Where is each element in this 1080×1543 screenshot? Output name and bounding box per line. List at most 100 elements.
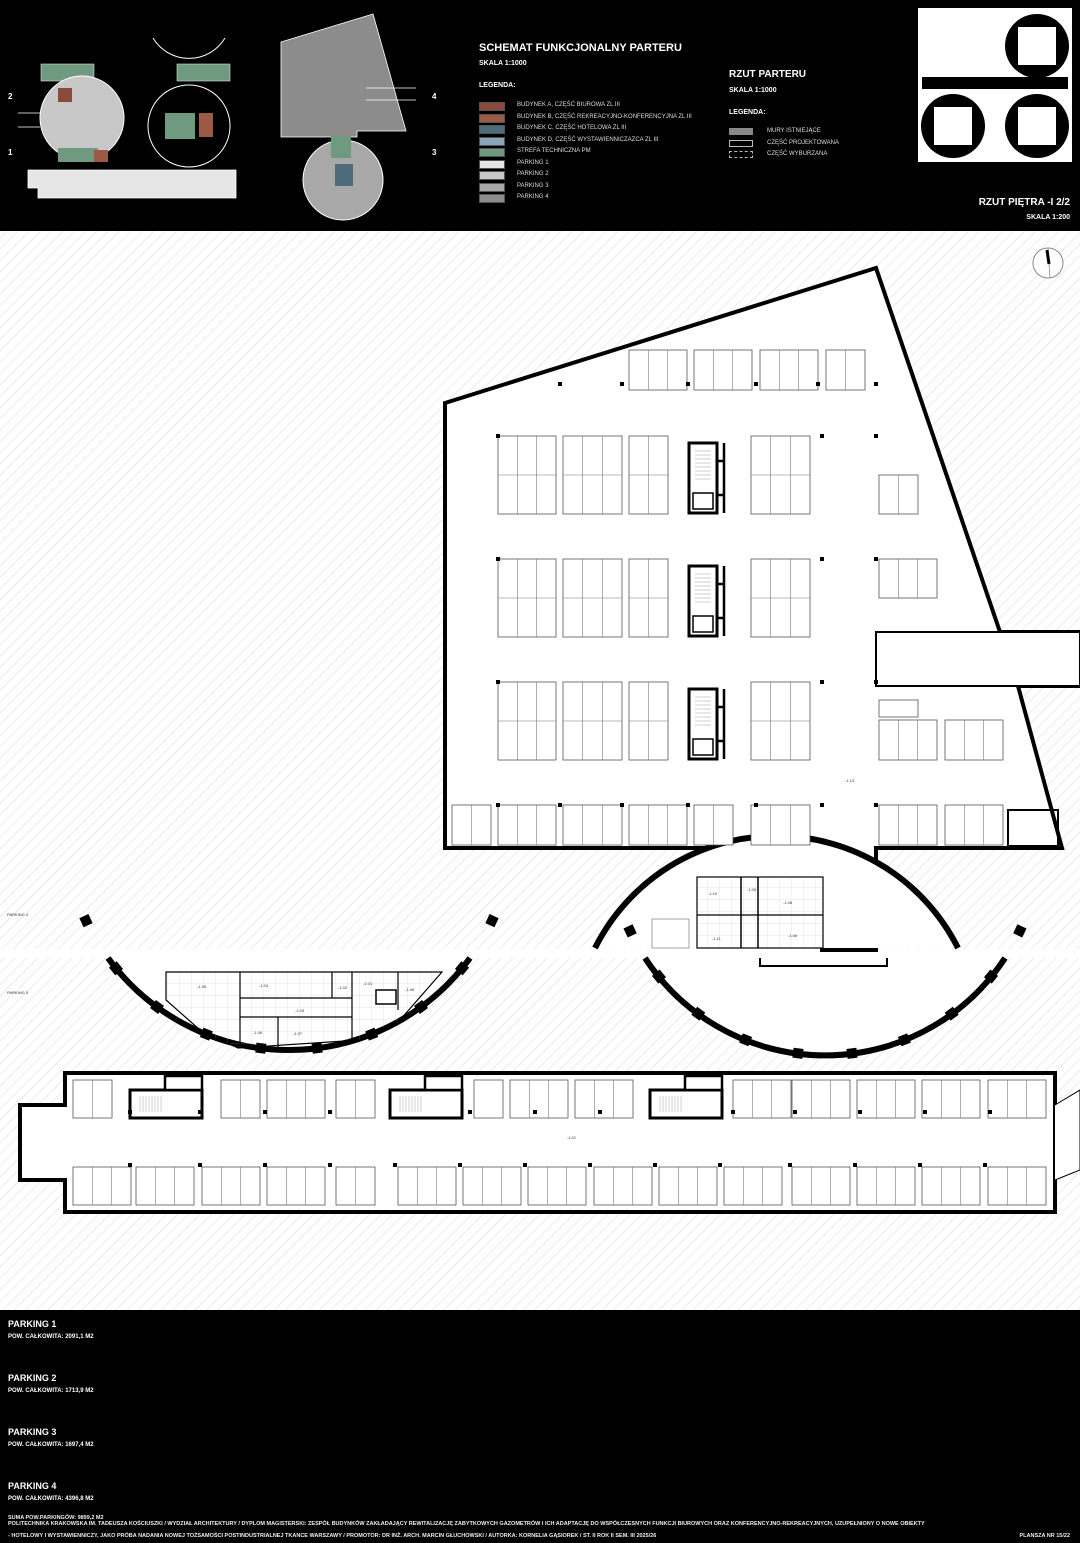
- parking-stall-group: [856, 1079, 916, 1119]
- room-label: -1.01: [567, 1135, 577, 1140]
- wall-pilaster: [365, 1027, 379, 1041]
- footer: PARKING 1 POW. CAŁKOWITA: 2091,1 M2 PARK…: [0, 1310, 1080, 1543]
- parking-stall-group: [878, 474, 919, 515]
- room-label: -1.04: [259, 983, 269, 988]
- parking-stall-group: [750, 435, 811, 515]
- room-label: -1.08: [405, 987, 415, 992]
- scheme-scale: SKALA 1:1000: [479, 60, 527, 67]
- column: [718, 1163, 722, 1167]
- parking-stall-group: [201, 1166, 261, 1206]
- column: [496, 680, 500, 684]
- wall-pilaster: [1013, 924, 1027, 938]
- legend-label: PARKING 4: [517, 194, 549, 200]
- legend-label: CZĘŚĆ PROJEKTOWANA: [767, 139, 840, 146]
- column: [820, 680, 824, 684]
- parking-stall-group: [987, 1166, 1047, 1206]
- legend-swatch: [479, 159, 505, 169]
- parking-stall-group: [574, 1079, 634, 1119]
- column: [754, 382, 758, 386]
- wall-pilaster: [199, 1027, 213, 1041]
- scheme-legend-item: BUDYNEK B, CZĘŚĆ REKREACYJNO-KONFERENCYJ…: [479, 113, 739, 123]
- legend-swatch: [729, 151, 753, 158]
- parking-stall-group: [335, 1079, 376, 1119]
- parking-stall-group: [878, 699, 919, 718]
- parking-4-name: PARKING 4: [8, 1481, 57, 1491]
- zone-label-parking-5: PARKING 5: [7, 990, 29, 995]
- parking-stall-group: [759, 349, 819, 391]
- parking-stall-group: [921, 1079, 981, 1119]
- legend-swatch: [729, 128, 753, 135]
- parking-stall-group: [750, 804, 811, 846]
- room-label: -1.07: [293, 1031, 303, 1036]
- room-label: -1.01: [363, 981, 373, 986]
- room-label: -1.06: [253, 1030, 263, 1035]
- parking-stall-group: [693, 349, 753, 391]
- scheme-legend-item: PARKING 3: [479, 182, 739, 192]
- parking-stall-group: [628, 804, 688, 846]
- legend-label: PARKING 1: [517, 159, 549, 166]
- column: [816, 382, 820, 386]
- parking-stall-group: [791, 1079, 851, 1119]
- wall-pilaster: [897, 1033, 911, 1047]
- legend-swatch: [479, 125, 505, 134]
- column: [458, 1163, 462, 1167]
- legend-label: MURY ISTNIEJĄCE: [767, 128, 821, 134]
- parking-stall-group: [527, 1166, 587, 1206]
- room-label: -1.11: [712, 936, 722, 941]
- legend-swatch: [479, 171, 505, 180]
- legend-label: PARKING 2: [517, 171, 549, 177]
- legend-swatch: [479, 136, 505, 146]
- room-label: -1.08: [783, 900, 793, 905]
- parking-stall-group: [825, 349, 866, 391]
- column: [533, 1110, 537, 1114]
- wall-pilaster: [149, 999, 164, 1014]
- column: [820, 803, 824, 807]
- parking-stall-group: [732, 1079, 792, 1119]
- sheet-scale: SKALA 1:200: [1026, 214, 1070, 221]
- parking-stall-group: [266, 1079, 326, 1119]
- marker-2: 2: [8, 92, 13, 101]
- column: [620, 382, 624, 386]
- parking-stall-group: [628, 349, 688, 391]
- parking-3-area: POW. CAŁKOWITA: 1697,4 M2: [8, 1442, 94, 1448]
- column: [128, 1163, 132, 1167]
- scheme-legend-item: PARKING 2: [479, 171, 739, 180]
- sheet-number: PLANSZA NR 15/22: [1019, 1533, 1070, 1539]
- parking-stall-group: [628, 558, 669, 638]
- ground-floor-legend-item: MURY ISTNIEJĄCE: [729, 128, 889, 136]
- parking-stall-group: [135, 1166, 195, 1206]
- legend-swatch: [479, 113, 505, 123]
- scheme-legend-item: PARKING 4: [479, 194, 739, 203]
- north-arrow-icon: [1032, 247, 1064, 279]
- column: [853, 1163, 857, 1167]
- column: [620, 803, 624, 807]
- parking-stall-group: [562, 435, 623, 515]
- stair-core: [687, 441, 726, 515]
- room-label: -1.13: [845, 778, 855, 783]
- scheme-title: SCHEMAT FUNKCJONALNY PARTERU: [479, 42, 682, 54]
- column: [918, 1163, 922, 1167]
- legend-swatch: [479, 102, 505, 111]
- wall-pilaster: [792, 1047, 804, 1059]
- legend-label: BUDYNEK B, CZĘŚĆ REKREACYJNO-KONFERENCYJ…: [517, 113, 692, 120]
- parking-1-area: POW. CAŁKOWITA: 2091,1 M2: [8, 1334, 94, 1340]
- column: [858, 1110, 862, 1114]
- parking-stall-group: [944, 804, 1004, 846]
- column: [731, 1110, 735, 1114]
- legend-label: CZĘŚĆ WYBURZANA: [767, 151, 828, 157]
- parking-stall-group: [562, 558, 623, 638]
- column: [820, 557, 824, 561]
- wall-pilaster: [79, 914, 93, 928]
- room-label: -1.09: [747, 887, 757, 892]
- column: [588, 1163, 592, 1167]
- column: [874, 557, 878, 561]
- parking-2-area: POW. CAŁKOWITA: 1713,9 M2: [8, 1388, 94, 1394]
- column: [754, 803, 758, 807]
- parking-stall-group: [878, 804, 938, 846]
- parking-stall-group: [921, 1166, 981, 1206]
- ground-floor-legend-item: CZĘŚĆ PROJEKTOWANA: [729, 139, 889, 148]
- parking-stall-group: [72, 1166, 132, 1206]
- parking-stall-group: [593, 1166, 653, 1206]
- column: [598, 1110, 602, 1114]
- parking-stall-group: [628, 681, 669, 761]
